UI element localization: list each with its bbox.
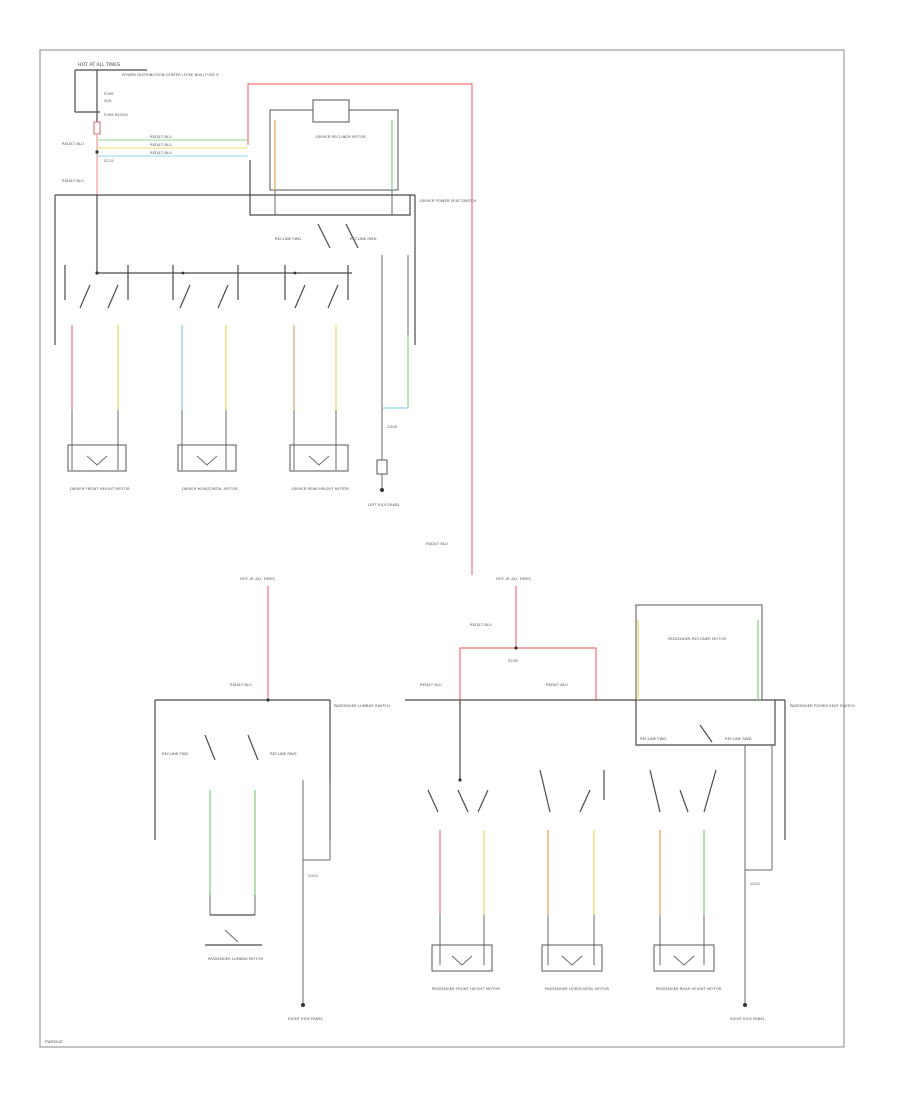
- passenger-feed-mid-label: RED/LT BLU: [546, 682, 568, 687]
- driver-seat-switch-label: DRIVER POWER SEAT SWITCH: [420, 198, 476, 203]
- passenger-recline-rear-label: RECLINE RWD: [725, 736, 752, 741]
- wire-color-label: RED/LT BLU: [62, 141, 84, 146]
- passenger-horizontal-motor-label: PASSENGER HORIZONTAL MOTOR: [545, 986, 609, 991]
- passenger-horizontal-motor: [541, 944, 603, 972]
- lumbar-ground-label: RIGHT KICK PANEL: [288, 1016, 324, 1021]
- driver-rear-height-motor-label: DRIVER REAR HEIGHT MOTOR: [292, 486, 349, 491]
- fuse-block-label: FUSE BLOCK: [104, 112, 128, 117]
- passenger-recline-fwd-label: RECLINE FWD: [640, 736, 666, 741]
- passenger-lumbar-circuit: HOT AT ALL TIMES RED/LT BLU PASSENGER LU…: [154, 576, 390, 1021]
- recline-fwd-label: RECLINE FWD: [275, 236, 301, 241]
- passenger-recliner-motor: [635, 604, 763, 701]
- fuse-id-label: FUSE: [104, 91, 114, 96]
- driver-rear-height-motor: [289, 444, 349, 472]
- passenger-front-height-switch: PASSENGER FRONT HEIGHT MOTOR: [427, 789, 500, 991]
- lumbar-rear-label: RECLINE RWD: [270, 751, 297, 756]
- driver-recliner-motor-label: DRIVER RECLINER MOTOR: [316, 134, 366, 139]
- driver-side-circuit: HOT AT ALL TIMES POWER DISTRIBUTION CENT…: [54, 62, 476, 575]
- fuse-amp-label: 30A: [104, 98, 112, 103]
- passenger-splice-label: S216: [508, 658, 518, 663]
- lumbar-feed-label: RED/LT BLU: [230, 682, 252, 687]
- driver-horizontal-switch: DRIVER HORIZONTAL MOTOR: [172, 265, 239, 491]
- passenger-rear-height-motor: [653, 944, 715, 972]
- passenger-horizontal-switch: PASSENGER HORIZONTAL MOTOR: [539, 769, 609, 991]
- recline-rear-label: RECLINE RWD: [350, 236, 377, 241]
- footer-code: PWRSEAT: [45, 1039, 64, 1044]
- driver-horizontal-motor: [177, 444, 237, 472]
- wire-label-b: RED/LT BLU: [150, 142, 172, 147]
- passenger-seat-circuit: HOT AT ALL TIMES RED/LT BLU S216 RED/LT …: [405, 576, 855, 840]
- passenger-front-height-motor-label: PASSENGER FRONT HEIGHT MOTOR: [432, 986, 500, 991]
- passenger-ground: G201 RIGHT KICK PANEL: [730, 745, 773, 1021]
- passenger-feed-left-label: RED/LT BLU: [420, 682, 442, 687]
- passenger-hot-label: HOT AT ALL TIMES: [496, 576, 531, 581]
- passenger-feed-label: RED/LT BLU: [470, 622, 492, 627]
- splice-label: S215: [104, 158, 114, 163]
- driver-recliner-motor-core: [312, 99, 350, 123]
- wire-label-a: RED/LT BLU: [150, 134, 172, 139]
- passenger-seat-switch-label: PASSENGER POWER SEAT SWITCH: [790, 703, 855, 708]
- ground-connector: [376, 459, 388, 475]
- passenger-lumbar-hot-label: HOT AT ALL TIMES: [240, 576, 275, 581]
- fuse-symbol: [93, 121, 101, 135]
- lumbar-motor-label: PASSENGER LUMBAR MOTOR: [208, 956, 263, 961]
- diagram-frame: [39, 49, 845, 1048]
- driver-front-height-motor-label: DRIVER FRONT HEIGHT MOTOR: [70, 486, 130, 491]
- passenger-rear-height-motor-label: PASSENGER REAR HEIGHT MOTOR: [656, 986, 722, 991]
- feed-label-right: RED/LT BLU: [426, 541, 448, 546]
- fuse-note-label: POWER DISTRIBUTION CENTER (FUSE BOX) FUS…: [122, 72, 219, 77]
- driver-front-height-motor: [67, 444, 127, 472]
- lumbar-ground-splice: G201: [308, 873, 319, 878]
- passenger-front-height-motor: [431, 944, 493, 972]
- lumbar-switch-label: PASSENGER LUMBAR SWITCH: [334, 703, 390, 708]
- passenger-recliner-label: PASSENGER RECLINER MOTOR: [668, 636, 726, 641]
- passenger-rear-height-switch: PASSENGER REAR HEIGHT MOTOR: [649, 769, 722, 991]
- hot-at-all-times-label: HOT AT ALL TIMES: [78, 62, 120, 68]
- driver-ground: G200 LEFT KICK PANEL: [368, 255, 409, 507]
- driver-ground-label: LEFT KICK PANEL: [368, 502, 401, 507]
- wire-label-c: RED/LT BLU: [150, 150, 172, 155]
- driver-ground-splice: G200: [387, 424, 398, 429]
- lumbar-fwd-label: RECLINE FWD: [162, 751, 188, 756]
- driver-horizontal-motor-label: DRIVER HORIZONTAL MOTOR: [182, 486, 238, 491]
- driver-front-height-switch: DRIVER FRONT HEIGHT MOTOR: [64, 265, 130, 491]
- passenger-ground-splice: G201: [750, 881, 761, 886]
- driver-rear-height-switch: DRIVER REAR HEIGHT MOTOR: [284, 265, 349, 491]
- passenger-ground-label: RIGHT KICK PANEL: [730, 1016, 766, 1021]
- wire-color-label-2: RED/LT BLU: [62, 178, 84, 183]
